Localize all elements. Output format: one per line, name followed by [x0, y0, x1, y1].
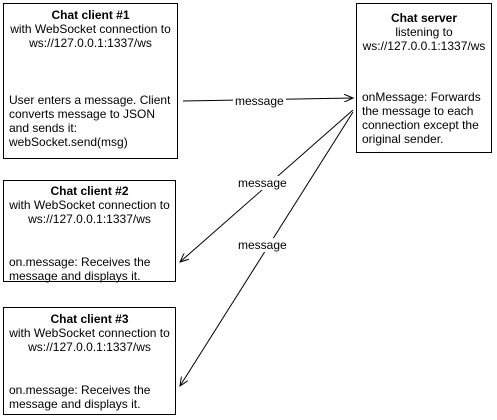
chat-client-1-node: Chat client #1 with WebSocket connection…: [3, 3, 178, 159]
chat-client-3-header-line: ws://127.0.0.1:1337/ws: [28, 340, 151, 354]
chat-client-1-body-line: User enters a message. Client: [9, 93, 171, 107]
chat-client-1-description: User enters a message. Client converts m…: [9, 93, 174, 149]
chat-server-title: Chat server: [390, 11, 458, 25]
chat-client-3-header-line: with WebSocket connection to: [9, 326, 170, 340]
chat-server-description: onMessage: Forwards the message to each …: [362, 90, 488, 146]
chat-client-3-header: Chat client #3 with WebSocket connection…: [4, 308, 175, 354]
edge-label-server-to-client3: message: [236, 238, 289, 252]
chat-client-2-body-line: on.message: Receives the: [9, 255, 151, 269]
chat-client-2-title: Chat client #2: [50, 184, 129, 198]
chat-client-1-body-line: and sends it:: [9, 121, 78, 135]
chat-client-2-body-line: message and displays it.: [9, 269, 141, 283]
chat-server-header-line: ws://127.0.0.1:1337/ws: [362, 39, 486, 53]
edge-label-client1-to-server: message: [233, 94, 286, 108]
chat-client-2-node: Chat client #2 with WebSocket connection…: [3, 180, 176, 283]
chat-client-3-node: Chat client #3 with WebSocket connection…: [3, 307, 176, 415]
chat-client-1-header-line: with WebSocket connection to: [10, 22, 171, 36]
chat-client-1-header: Chat client #1 with WebSocket connection…: [4, 4, 177, 50]
chat-client-2-header-line: ws://127.0.0.1:1337/ws: [28, 212, 151, 226]
chat-server-node: Chat server listening to ws://127.0.0.1:…: [356, 3, 492, 153]
chat-server-header: Chat server listening to ws://127.0.0.1:…: [357, 4, 491, 53]
chat-client-3-description: on.message: Receives the message and dis…: [9, 383, 172, 411]
edge-label-server-to-client2: message: [236, 176, 289, 190]
chat-client-1-body-line: converts message to JSON: [9, 107, 156, 121]
chat-client-2-description: on.message: Receives the message and dis…: [9, 255, 172, 283]
chat-client-3-body-line: message and displays it.: [9, 397, 141, 411]
chat-server-body-line: original sender.: [362, 132, 444, 146]
chat-client-1-body-line: webSocket.send(msg): [9, 135, 128, 149]
chat-client-1-header-line: ws://127.0.0.1:1337/ws: [29, 36, 152, 50]
chat-server-header-line: listening to: [395, 25, 453, 39]
chat-client-1-title: Chat client #1: [51, 8, 130, 22]
chat-client-3-title: Chat client #3: [50, 312, 129, 326]
chat-server-body-line: connection except the: [362, 118, 479, 132]
chat-client-2-header-line: with WebSocket connection to: [9, 198, 170, 212]
chat-server-body-line: the message to each: [362, 104, 474, 118]
chat-client-2-header: Chat client #2 with WebSocket connection…: [4, 181, 175, 226]
chat-server-body-line: onMessage: Forwards: [362, 90, 481, 104]
chat-client-3-body-line: on.message: Receives the: [9, 383, 151, 397]
